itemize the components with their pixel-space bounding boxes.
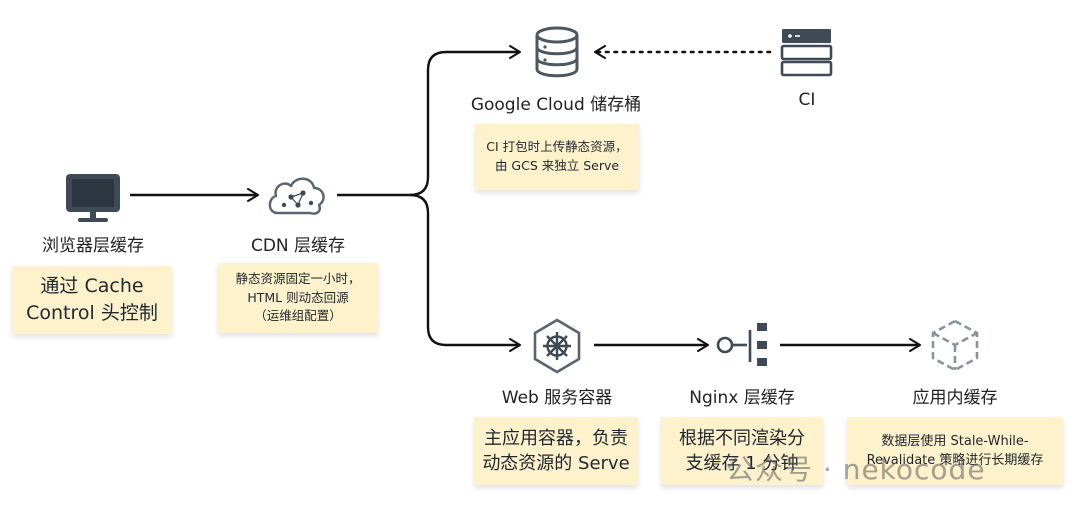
monitor-icon: [66, 174, 120, 222]
watermark: 公众号 · nekocode: [726, 453, 986, 486]
branch-icon: [716, 323, 767, 366]
database-icon: [535, 26, 579, 78]
cube-icon: [931, 319, 979, 372]
label-gcs-bucket: Google Cloud 储存桶: [470, 95, 642, 115]
note-browser-line-1: 通过 Cache: [40, 275, 144, 298]
note-cdn-line-2: HTML 则动态回源: [247, 289, 349, 305]
note-web-container: 主应用容器，负责 动态资源的 Serve: [474, 417, 638, 485]
note-app-cache: 数据层使用 Stale-While- Revalidate 策略进行长期缓存: [847, 417, 1063, 485]
label-browser-cache: 浏览器层缓存: [42, 236, 144, 256]
label-web-container: Web 服务容器: [501, 388, 613, 408]
note-gcs-bucket: CI 打包时上传静态资源， 由 GCS 来独立 Serve: [475, 124, 639, 190]
server-icon: [780, 29, 833, 77]
note-app-line-1: 数据层使用 Stale-While-: [881, 433, 1029, 449]
note-cdn-line-3: （运维组配置）: [254, 308, 342, 324]
label-cdn-cache: CDN 层缓存: [250, 236, 346, 256]
arrow-cdn-to-gcs: [337, 45, 521, 197]
note-web-line-2: 动态资源的 Serve: [482, 453, 630, 474]
note-app-line-2: Revalidate 策略进行长期缓存: [866, 453, 1044, 468]
label-nginx-cache: Nginx 层缓存: [689, 388, 795, 408]
label-app-cache: 应用内缓存: [912, 388, 998, 408]
note-browser-cache: 通过 Cache Control 头控制: [12, 266, 172, 334]
note-cdn-line-1: 静态资源固定一小时，: [235, 270, 361, 286]
container-icon: [533, 318, 581, 374]
cloud-icon: [268, 177, 325, 215]
note-nginx-line-2: 支缓存 1 分钟: [685, 453, 799, 474]
note-cdn-cache: 静态资源固定一小时， HTML 则动态回源 （运维组配置）: [218, 263, 378, 333]
note-nginx-line-1: 根据不同渲染分: [679, 427, 805, 449]
note-gcs-line-2: 由 GCS 来独立 Serve: [494, 158, 620, 173]
note-gcs-line-1: CI 打包时上传静态资源，: [486, 139, 628, 155]
arrow-cdn-to-web: [409, 193, 521, 352]
note-nginx-cache: 根据不同渲染分 支缓存 1 分钟: [661, 417, 823, 485]
note-web-line-1: 主应用容器，负责: [484, 427, 628, 449]
note-browser-line-2: Control 头控制: [26, 302, 158, 324]
label-ci: CI: [798, 90, 816, 110]
